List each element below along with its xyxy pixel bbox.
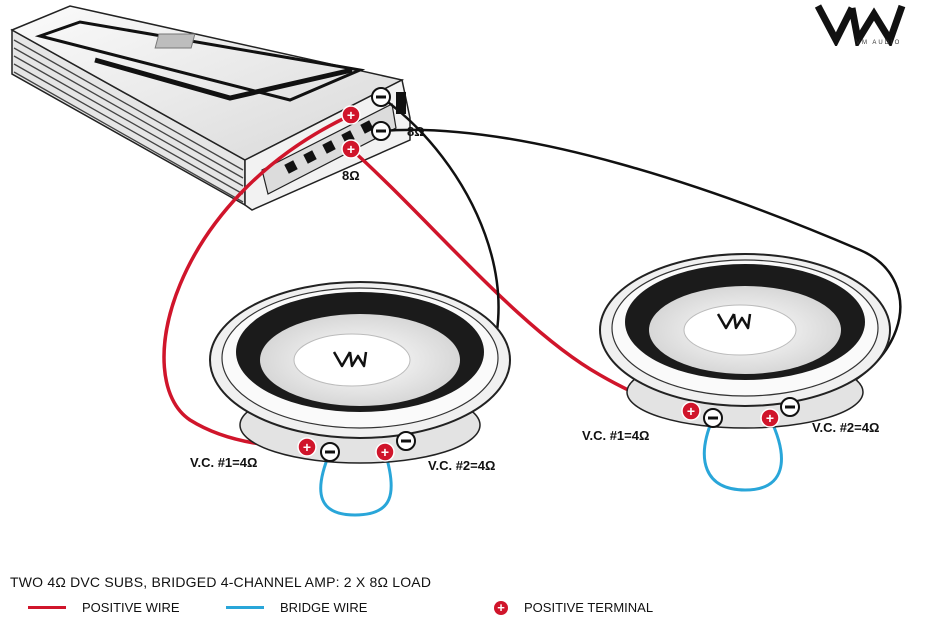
positive-terminal-icon: + xyxy=(494,600,508,615)
spk1-vc2-negative-terminal xyxy=(396,431,416,451)
svg-text:+: + xyxy=(347,141,355,157)
bridge-wire-1 xyxy=(319,450,393,517)
amp-positive-terminal-2: + xyxy=(341,139,361,159)
spk1-vc1-negative-terminal xyxy=(320,442,340,462)
terminals: + + + + xyxy=(297,87,800,462)
svg-text:+: + xyxy=(347,107,355,123)
legend-bridge-wire: BRIDGE WIRE xyxy=(226,600,367,615)
amp-positive-terminal-1: + xyxy=(341,105,361,125)
spk2-vc2-label: V.C. #2=4Ω xyxy=(812,420,879,435)
spk1-vc1-label: V.C. #1=4Ω xyxy=(190,455,257,470)
spk2-vc2-positive-terminal: + xyxy=(760,408,780,428)
speaker-2 xyxy=(599,253,891,429)
amp-badge xyxy=(154,33,196,49)
spk1-vc2-label: V.C. #2=4Ω xyxy=(428,458,495,473)
diagram-caption: TWO 4Ω DVC SUBS, BRIDGED 4-CHANNEL AMP: … xyxy=(10,574,432,590)
legend-bridge-wire-label: BRIDGE WIRE xyxy=(280,600,368,615)
amp-negative-terminal-2 xyxy=(371,121,391,141)
amplifier xyxy=(10,5,411,211)
amp-load-label-2: 8Ω xyxy=(342,168,360,183)
vm-audio-logo xyxy=(812,2,922,51)
spk1-vc1-positive-terminal: + xyxy=(297,437,317,457)
svg-text:+: + xyxy=(687,403,695,419)
bridge-wire-2 xyxy=(703,416,783,492)
legend-positive-wire-label: POSITIVE WIRE xyxy=(82,600,180,615)
bridge-wire-swatch xyxy=(226,606,264,609)
spk2-vc1-positive-terminal: + xyxy=(681,401,701,421)
spk2-vc1-label: V.C. #1=4Ω xyxy=(582,428,649,443)
amp-power-jack xyxy=(396,92,406,114)
bridge-wires xyxy=(319,416,783,517)
legend-positive-terminal: + POSITIVE TERMINAL xyxy=(494,600,653,615)
speaker-1-logo xyxy=(332,351,368,368)
positive-wire-swatch xyxy=(28,606,66,609)
amp-load-label-1: 8Ω xyxy=(407,124,425,139)
logo-subtitle: VM AUDIO xyxy=(856,40,902,46)
legend-positive-wire: POSITIVE WIRE xyxy=(28,600,180,615)
amp-negative-terminal-1 xyxy=(371,87,391,107)
svg-text:+: + xyxy=(381,444,389,460)
spk1-vc2-positive-terminal: + xyxy=(375,442,395,462)
speaker-2-logo xyxy=(716,313,752,330)
legend-positive-terminal-label: POSITIVE TERMINAL xyxy=(524,600,654,615)
spk2-vc1-negative-terminal xyxy=(703,408,723,428)
spk2-vc2-negative-terminal xyxy=(780,397,800,417)
speaker-1 xyxy=(209,281,511,464)
svg-text:+: + xyxy=(766,410,774,426)
svg-text:+: + xyxy=(303,439,311,455)
legend: POSITIVE WIRE BRIDGE WIRE + POSITIVE TER… xyxy=(0,600,930,620)
